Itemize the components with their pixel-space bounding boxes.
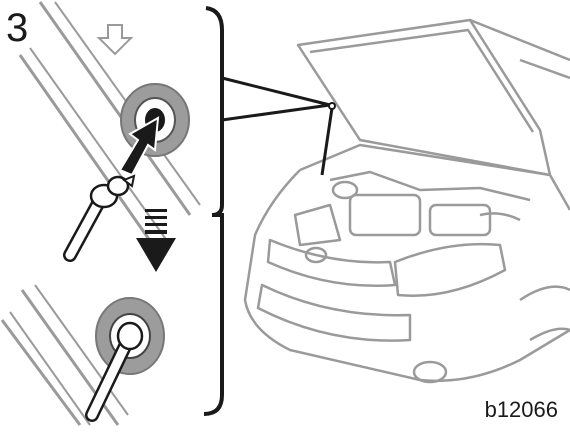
panel-edge-line [38,1,192,216]
detail-panel-insert [18,1,201,272]
wheel-arch [519,285,570,302]
windshield-edge [519,58,570,80]
hollow-arrow-icon [96,24,134,56]
hood-inner-edge [309,28,535,133]
brand-emblem [304,246,328,264]
panel-edge-line [0,319,82,426]
air-box [428,203,492,237]
engine-hose [479,212,521,222]
panel-edge-line [34,284,129,416]
detail-bracket [203,6,224,416]
engine-cover [329,170,531,202]
upper-grille [266,238,397,287]
support-rod-seated [85,321,144,422]
car-open-hood [243,18,570,384]
battery [293,203,342,247]
hood-panel [296,18,552,177]
press-down-arrow-icon [136,209,176,272]
support-rod-tip [63,174,136,262]
car-body-outline [243,169,570,383]
callout-line [221,76,331,107]
detail-panel-seated [0,284,165,426]
engine-block [348,193,422,237]
fog-lamp [412,360,448,384]
panel-edge-line [29,47,171,246]
windshield-edge [469,18,570,62]
figure-code: b12066 [484,397,558,422]
panel-edge-line [9,311,91,426]
lower-grille [256,283,412,342]
insert-arrow-icon [118,116,160,177]
callout-line [221,103,331,122]
panel-edge-line [18,54,162,256]
reservoir-cap [331,180,359,200]
step-number: 3 [6,6,29,50]
engine-bay-edge [299,143,570,211]
headlight [393,242,507,297]
wheel-arch [529,327,570,342]
hood-support-rod [320,102,336,176]
